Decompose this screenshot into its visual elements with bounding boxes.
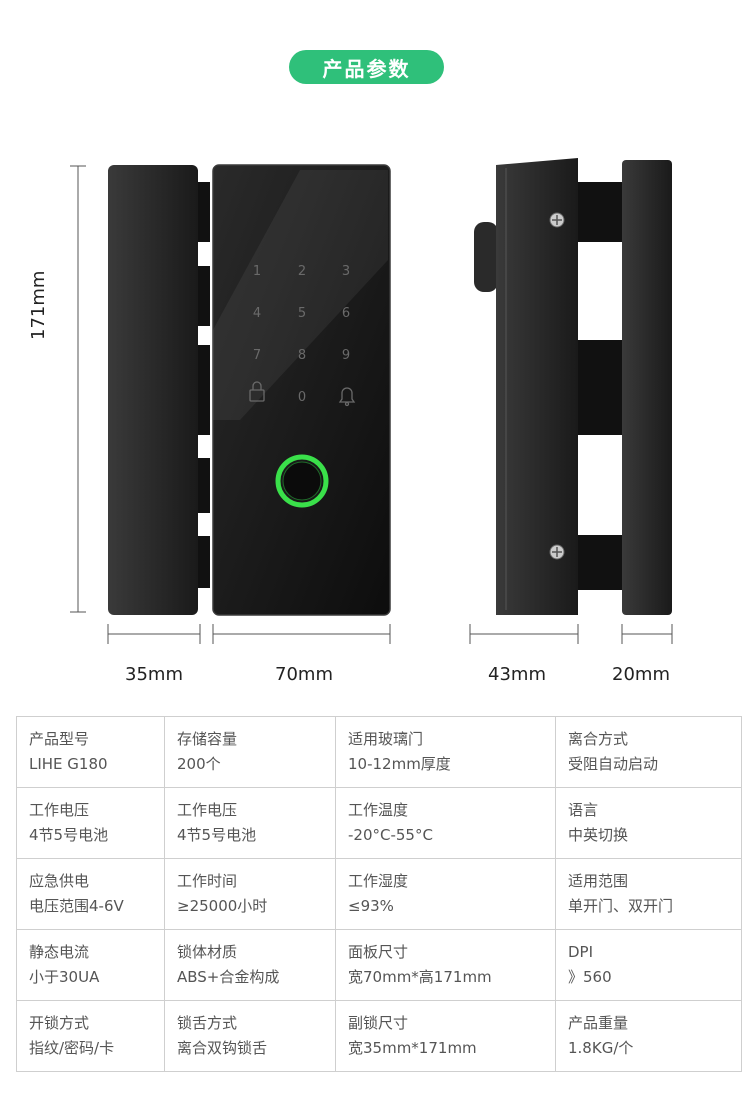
spec-label: 工作时间 <box>177 872 238 890</box>
spec-value: 指纹/密码/卡 <box>29 1039 115 1057</box>
spec-cell: 存储容量 200个 <box>164 716 336 788</box>
spec-value: 受阻自动启动 <box>568 755 659 773</box>
spec-cell: 语言中英切换 <box>555 787 742 859</box>
spec-value: -20°C-55°C <box>348 826 433 844</box>
spec-cell: 离合方式受阻自动启动 <box>555 716 742 788</box>
spec-label: 存储容量 <box>177 730 238 748</box>
key[interactable]: 5 <box>298 306 306 321</box>
spec-value: 4节5号电池 <box>29 826 109 844</box>
spec-value: 200个 <box>177 755 221 773</box>
side-depth-dimension-label: 43mm <box>488 664 546 685</box>
side-knob <box>474 222 498 292</box>
screw-icon <box>549 212 565 228</box>
side-secondary-body <box>622 160 672 615</box>
table-row: 开锁方式指纹/密码/卡 锁舌方式离合双钩锁舌 副锁尺寸宽35mm*171mm 产… <box>16 1000 742 1072</box>
spec-label: 面板尺寸 <box>348 943 409 961</box>
section-title-badge: 产品参数 <box>289 50 444 84</box>
spec-label: 副锁尺寸 <box>348 1014 409 1032</box>
front-side-dimension-label: 35mm <box>125 664 183 685</box>
fingerprint-sensor[interactable] <box>275 454 329 508</box>
table-row: 产品型号 LIHE G180 存储容量 200个 适用玻璃门 10-12mm厚度 离合… <box>16 716 742 788</box>
glass-clamps-left <box>198 182 210 588</box>
spec-value: ≤93% <box>348 897 394 915</box>
side-lock-body <box>496 158 578 615</box>
keypad: 1 2 3 4 5 6 7 8 9 0 <box>253 264 350 405</box>
key[interactable]: 2 <box>298 264 306 279</box>
key[interactable]: 8 <box>298 348 306 363</box>
spec-value: 》560 <box>568 968 612 986</box>
spec-value: 1.8KG/个 <box>568 1039 634 1057</box>
spec-value: 小于30UA <box>29 968 100 986</box>
spec-value: LIHE G180 <box>29 755 108 773</box>
spec-label: 离合方式 <box>568 730 629 748</box>
spec-cell: 锁体材质 ABS+合金构成 <box>164 929 336 1001</box>
spec-cell: 工作时间 ≥25000小时 <box>164 858 336 930</box>
dimension-lines <box>70 165 673 644</box>
section-title: 产品参数 <box>322 56 411 81</box>
key[interactable]: 1 <box>253 264 261 279</box>
spec-cell: 适用玻璃门 10-12mm厚度 <box>335 716 556 788</box>
key[interactable]: 7 <box>253 348 261 363</box>
spec-label: 锁舌方式 <box>177 1014 238 1032</box>
spec-value: 4节5号电池 <box>177 826 257 844</box>
bell-icon[interactable] <box>338 387 356 407</box>
screw-icon <box>549 544 565 560</box>
side-secondary-dimension-label: 20mm <box>612 664 670 685</box>
spec-label: 产品型号 <box>29 730 90 748</box>
front-width-dimension-label: 70mm <box>275 664 333 685</box>
table-row: 静态电流小于30UA 锁体材质 ABS+合金构成 面板尺寸宽70mm*高171mm… <box>16 929 742 1001</box>
secondary-lock-body <box>108 165 198 615</box>
spec-label: 工作电压 <box>29 801 90 819</box>
spec-value: 宽70mm*高171mm <box>348 968 492 986</box>
spec-cell: DPI 》560 <box>555 929 742 1001</box>
spec-value: ABS+合金构成 <box>177 968 280 986</box>
spec-cell: 静态电流小于30UA <box>16 929 165 1001</box>
lock-icon[interactable] <box>249 381 265 402</box>
spec-label: 产品重量 <box>568 1014 629 1032</box>
spec-table: 产品型号 LIHE G180 存储容量 200个 适用玻璃门 10-12mm厚度 离合… <box>16 716 742 1072</box>
spec-label: 适用范围 <box>568 872 629 890</box>
spec-value: 单开门、双开门 <box>568 897 674 915</box>
spec-label: 工作湿度 <box>348 872 409 890</box>
spec-label: 锁体材质 <box>177 943 238 961</box>
spec-label: 语言 <box>568 801 599 819</box>
spec-label: 静态电流 <box>29 943 90 961</box>
spec-value: ≥25000小时 <box>177 897 268 915</box>
spec-cell: 锁舌方式离合双钩锁舌 <box>164 1000 336 1072</box>
key[interactable]: 4 <box>253 306 261 321</box>
spec-label: 适用玻璃门 <box>348 730 424 748</box>
product-illustration: 1 2 3 4 5 6 7 8 9 0 <box>70 158 673 644</box>
spec-label: 工作温度 <box>348 801 409 819</box>
main-lock-panel <box>212 164 391 616</box>
key[interactable]: 3 <box>342 264 350 279</box>
height-dimension-label: 171mm <box>28 270 49 340</box>
spec-cell: 产品重量 1.8KG/个 <box>555 1000 742 1072</box>
key[interactable]: 6 <box>342 306 350 321</box>
spec-cell: 产品型号 LIHE G180 <box>16 716 165 788</box>
spec-cell: 工作温度 -20°C-55°C <box>335 787 556 859</box>
spec-cell: 副锁尺寸宽35mm*171mm <box>335 1000 556 1072</box>
table-row: 应急供电电压范围4-6V 工作时间 ≥25000小时 工作湿度 ≤93% 适用范围单… <box>16 858 742 930</box>
spec-cell: 工作电压 4节5号电池 <box>16 787 165 859</box>
spec-value: 中英切换 <box>568 826 629 844</box>
spec-value: 10-12mm厚度 <box>348 755 451 773</box>
table-row: 工作电压 4节5号电池 工作电压 4节5号电池 工作温度 -20°C-55°C 语言中… <box>16 787 742 859</box>
spec-value: 宽35mm*171mm <box>348 1039 477 1057</box>
spec-label: DPI <box>568 943 594 961</box>
spec-value: 离合双钩锁舌 <box>177 1039 268 1057</box>
spec-label: 工作电压 <box>177 801 238 819</box>
spec-cell: 面板尺寸宽70mm*高171mm <box>335 929 556 1001</box>
key[interactable]: 0 <box>298 390 306 405</box>
spec-cell: 工作湿度 ≤93% <box>335 858 556 930</box>
spec-cell: 适用范围单开门、双开门 <box>555 858 742 930</box>
spec-label: 开锁方式 <box>29 1014 90 1032</box>
spec-cell: 工作电压 4节5号电池 <box>164 787 336 859</box>
spec-cell: 开锁方式指纹/密码/卡 <box>16 1000 165 1072</box>
spec-label: 应急供电 <box>29 872 90 890</box>
key[interactable]: 9 <box>342 348 350 363</box>
spec-cell: 应急供电电压范围4-6V <box>16 858 165 930</box>
glass-clamps-side <box>578 182 622 590</box>
spec-value: 电压范围4-6V <box>29 897 124 915</box>
